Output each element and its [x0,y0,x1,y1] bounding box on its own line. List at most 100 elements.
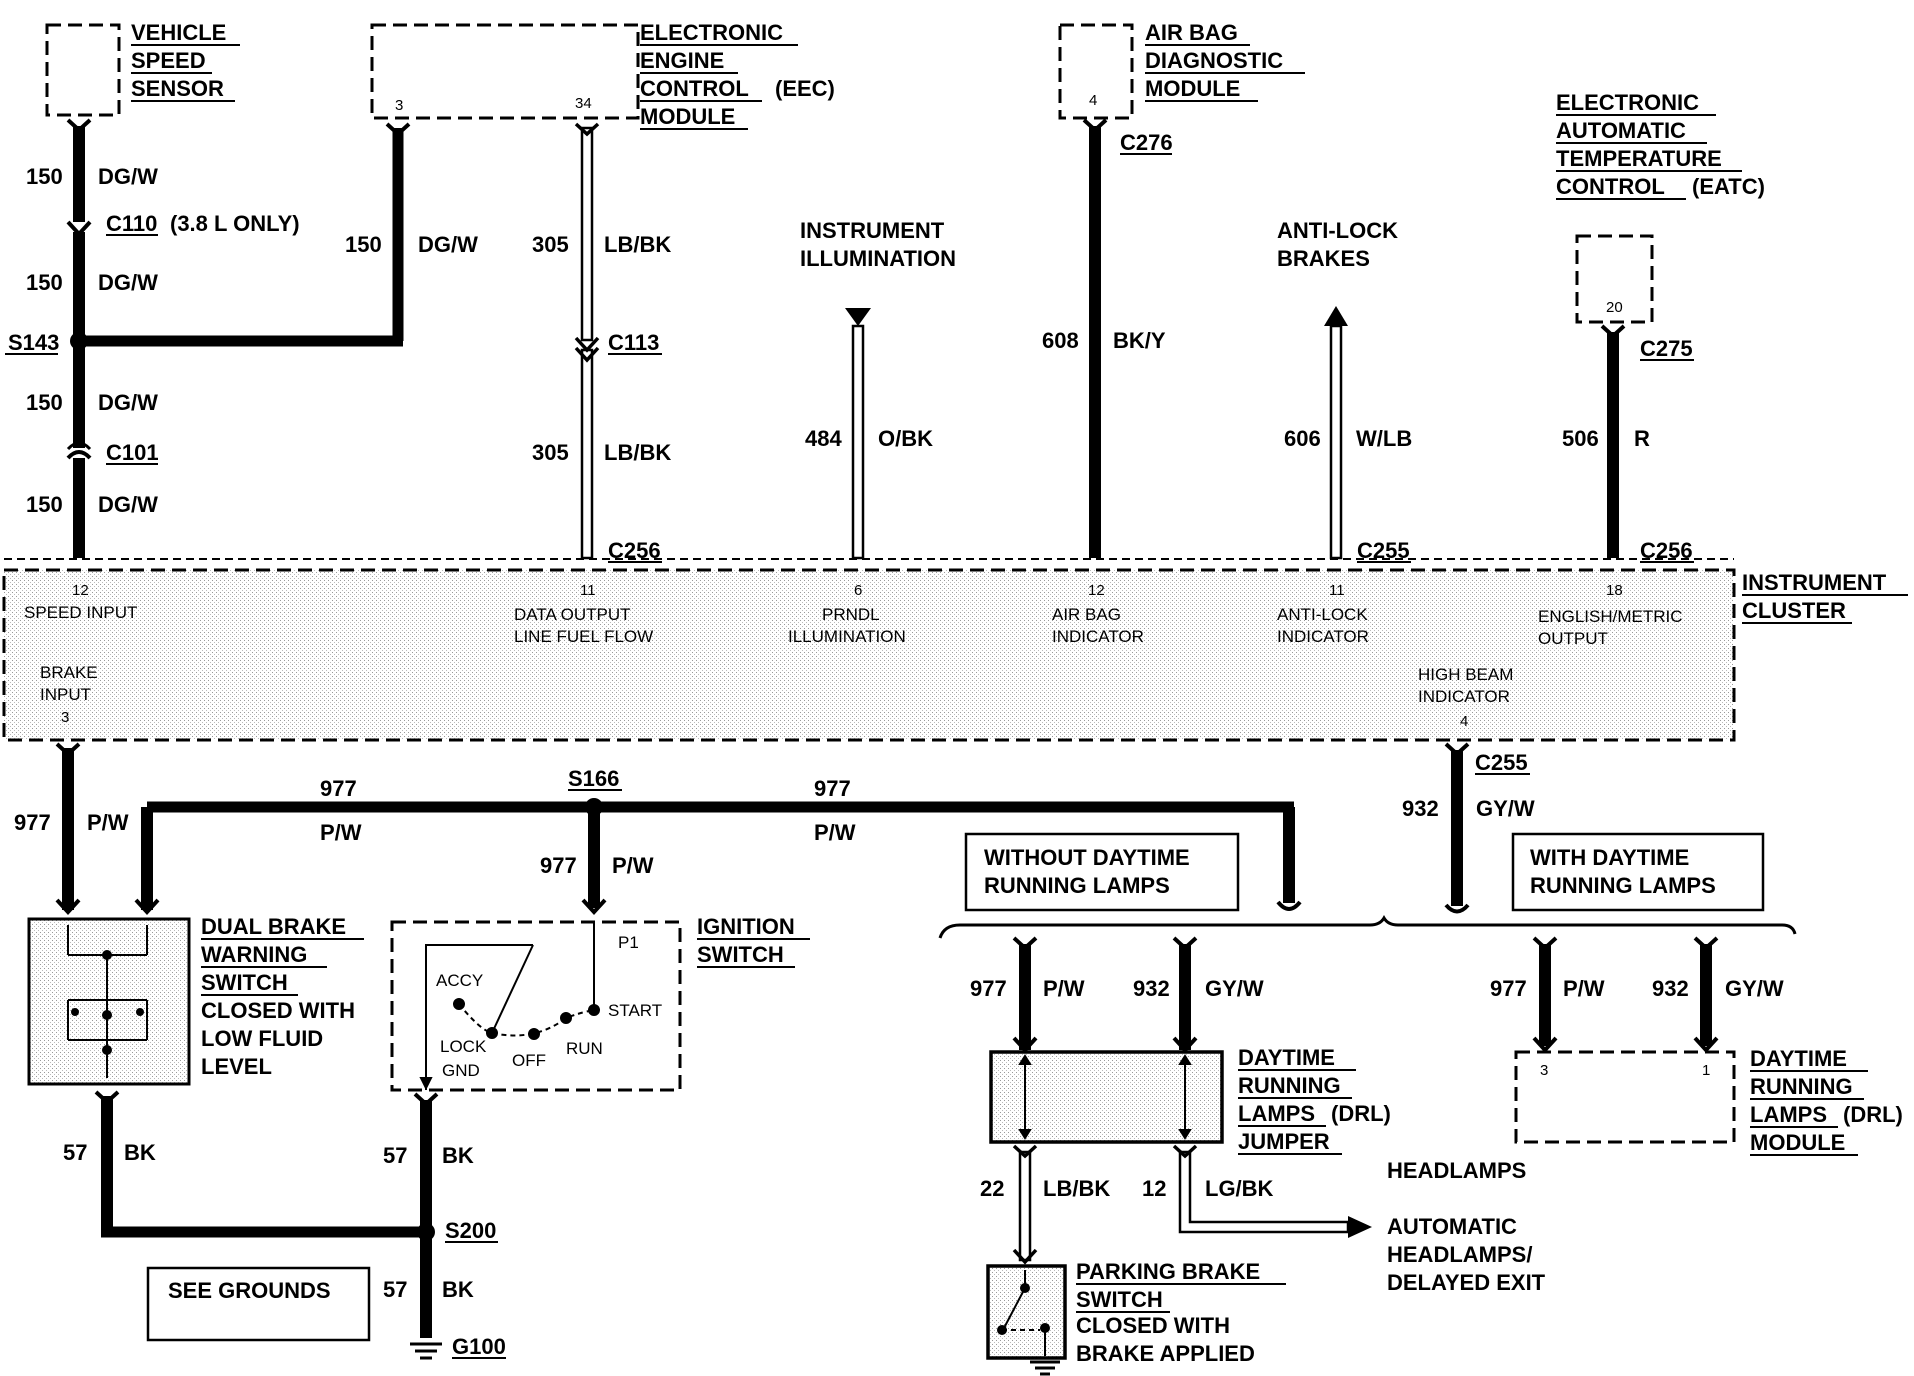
svg-text:12: 12 [72,582,89,599]
svg-text:RUNNING: RUNNING [1238,1073,1341,1098]
wire-color-pw: P/W [1563,976,1605,1001]
headlamps-label: HEADLAMPS [1387,1158,1526,1183]
wire-label-12: 12 [1142,1176,1166,1201]
wire-484-obk[interactable] [845,308,871,560]
wire-506-r[interactable] [1600,324,1626,558]
svg-text:PARKING BRAKE: PARKING BRAKE [1076,1259,1260,1284]
svg-text:12: 12 [1088,582,1105,599]
drl-jumper-box [989,1050,1224,1144]
automatic-headlamps-label: AUTOMATIC HEADLAMPS/ DELAYED EXIT [1387,1214,1546,1295]
wire-color-gyw: GY/W [1476,796,1535,821]
wire-color-dgw: DG/W [418,232,478,257]
drl-module-pin-1: 1 [1702,1062,1710,1079]
wire-label-22: 22 [980,1176,1004,1201]
svg-text:CLUSTER: CLUSTER [1742,598,1846,623]
wire-57-bk-brake[interactable] [94,1090,426,1238]
connector-c110: C110 [106,211,157,236]
wire-label-977: 977 [1490,976,1527,1001]
wire-606-wlb[interactable] [1324,306,1348,560]
svg-text:WARNING: WARNING [201,942,307,967]
wire-label-932: 932 [1652,976,1689,1001]
wire-color-bk: BK [442,1143,474,1168]
see-grounds-label[interactable]: SEE GROUNDS [168,1278,331,1303]
eec-pin-3: 3 [395,97,403,114]
wire-608-bky[interactable] [1082,118,1108,558]
cluster-pin-speed-input: 12 SPEED INPUT [24,582,137,622]
wire-label-932: 932 [1133,976,1170,1001]
instrument-illumination-label: INSTRUMENT ILLUMINATION [800,218,956,271]
svg-text:BRAKE APPLIED: BRAKE APPLIED [1076,1341,1255,1366]
wire-977-bus[interactable] [134,801,1302,915]
splice-s166-label: S166 [568,766,619,791]
wire-305-lbbk[interactable] [574,122,600,560]
svg-text:BRAKE: BRAKE [40,663,98,682]
connector-c110-note: (3.8 L ONLY) [170,211,300,236]
wire-932-gyw-module[interactable] [1693,936,1719,1053]
wire-label-57: 57 [383,1277,407,1302]
wire-57-bk-ground[interactable] [413,1092,439,1338]
svg-text:SWITCH: SWITCH [1076,1287,1163,1312]
wire-color-pw: P/W [814,820,856,845]
wire-label-57: 57 [63,1140,87,1165]
wire-color-bky: BK/Y [1113,328,1166,353]
svg-text:HIGH BEAM: HIGH BEAM [1418,665,1513,684]
wire-977-pw-brake[interactable] [55,742,81,915]
wire-22-lbbk[interactable] [1012,1144,1038,1265]
wire-label-932: 932 [1402,796,1439,821]
drl-module-box [1514,1050,1736,1144]
svg-text:AUTOMATIC: AUTOMATIC [1387,1214,1517,1239]
wire-color-bk: BK [442,1277,474,1302]
svg-text:HEADLAMPS/: HEADLAMPS/ [1387,1242,1532,1267]
ignition-switch-title: IGNITION SWITCH [697,914,810,968]
vss-title: VEHICLE SPEED SENSOR [131,20,240,102]
connector-c275: C275 [1640,336,1693,361]
wire-12-lgbk[interactable] [1172,1144,1372,1238]
svg-text:START: START [608,1001,662,1020]
eatc-pin-20: 20 [1606,299,1623,316]
eec-box [370,23,640,120]
wire-label-977: 977 [14,810,51,835]
wire-color-pw: P/W [320,820,362,845]
svg-text:RUN: RUN [566,1039,603,1058]
wire-150-eec[interactable] [79,122,411,347]
svg-text:DELAYED EXIT: DELAYED EXIT [1387,1270,1546,1295]
wire-932-gyw-jumper[interactable] [1172,936,1198,1053]
svg-text:MODULE: MODULE [1145,76,1240,101]
svg-text:DUAL BRAKE: DUAL BRAKE [201,914,346,939]
wire-color-dgw: DG/W [98,390,158,415]
drl-jumper-internal [1018,1054,1192,1140]
wire-977-pw-jumper[interactable] [1012,936,1038,1053]
svg-text:CONTROL: CONTROL [640,76,749,101]
svg-text:18: 18 [1606,582,1623,599]
svg-text:OFF: OFF [512,1051,546,1070]
svg-text:ACCY: ACCY [436,971,483,990]
svg-text:AIR BAG: AIR BAG [1052,605,1121,624]
svg-text:PRNDL: PRNDL [822,605,880,624]
wire-color-pw: P/W [87,810,129,835]
svg-text:CONTROL: CONTROL [1556,174,1665,199]
cluster-pin-brake-input: BRAKE INPUT 3 [40,663,98,726]
wire-977-pw-module[interactable] [1532,936,1558,1053]
svg-text:MODULE: MODULE [640,104,735,129]
wire-label-977: 977 [814,776,851,801]
svg-text:LAMPS: LAMPS [1238,1101,1315,1126]
wire-label-150: 150 [26,270,63,295]
svg-text:INSTRUMENT: INSTRUMENT [1742,570,1887,595]
svg-text:INDICATOR: INDICATOR [1052,627,1144,646]
wire-932-gyw-main[interactable] [1444,742,1470,914]
parking-brake-switch-box [986,1264,1067,1360]
wire-977-ignition[interactable] [581,807,607,915]
wire-color-lbbk: LB/BK [604,440,671,465]
wire-label-150: 150 [345,232,382,257]
instrument-cluster-box [2,568,1736,742]
wire-label-305: 305 [532,232,569,257]
wire-color-dgw: DG/W [98,270,158,295]
svg-text:ILLUMINATION: ILLUMINATION [800,246,956,271]
wire-label-506: 506 [1562,426,1599,451]
svg-text:INPUT: INPUT [40,685,91,704]
eec-title: ELECTRONIC ENGINE CONTROL (EEC) MODULE [640,20,835,130]
svg-text:SPEED: SPEED [131,48,206,73]
svg-text:ENGLISH/METRIC: ENGLISH/METRIC [1538,607,1683,626]
svg-text:DATA OUTPUT: DATA OUTPUT [514,605,631,624]
